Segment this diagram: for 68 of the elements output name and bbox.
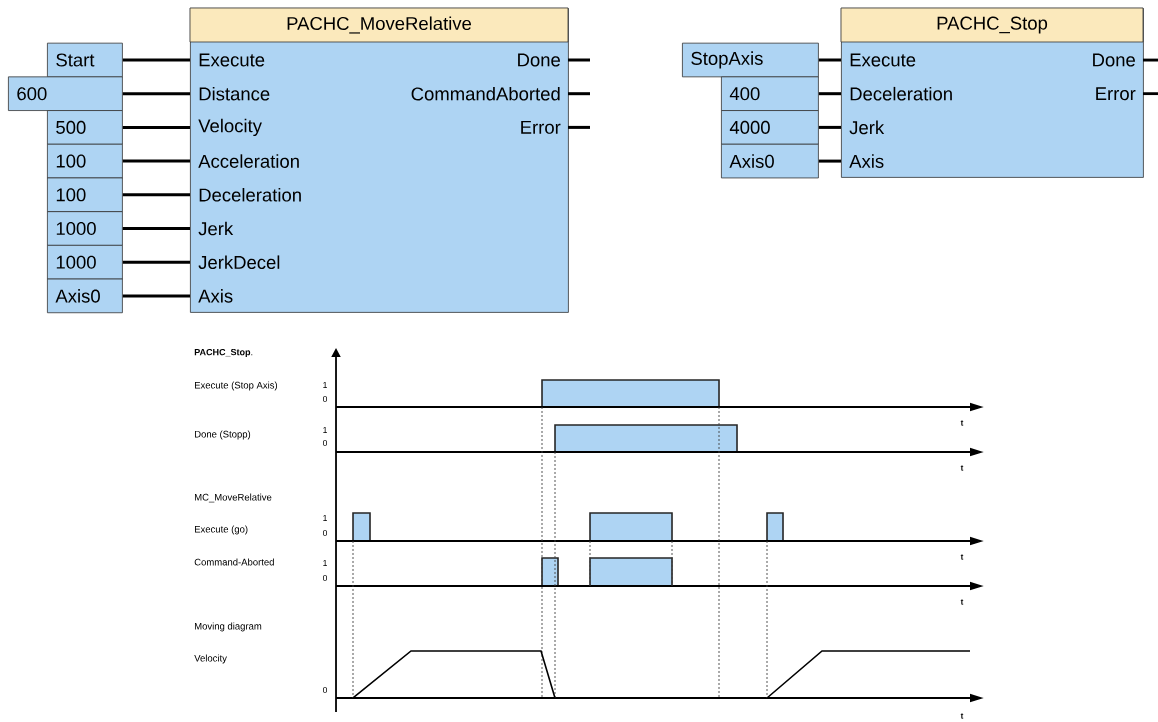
connector-line <box>818 58 841 62</box>
signal-label: Execute (go) <box>195 525 248 535</box>
connector-line <box>1143 58 1158 62</box>
level-label: 0 <box>323 575 328 581</box>
level-label: 1 <box>323 427 327 433</box>
input-pin-label: Deceleration <box>850 86 952 101</box>
axis-label: t <box>960 599 964 605</box>
output-pin-label: Error <box>1096 87 1136 101</box>
input-value-box: 100 <box>47 177 123 213</box>
output-pin-label: Done <box>1093 53 1135 67</box>
output-pin-label: CommandAborted <box>411 86 560 101</box>
output-pin-label: Done <box>518 53 560 67</box>
level-label: 1 <box>323 382 327 388</box>
connector-line <box>818 125 841 129</box>
output-pin-label: Error <box>521 120 561 134</box>
connector-line <box>122 125 190 129</box>
input-pin-label: Deceleration <box>199 188 301 202</box>
level-label: 1 <box>323 560 327 566</box>
signal-label: Command-Aborted <box>194 558 274 566</box>
section-label: MC_MoveRelative <box>195 493 272 503</box>
input-pin-label: Execute <box>199 53 265 67</box>
connector-line <box>122 260 190 264</box>
input-pin-label: Jerk <box>849 120 885 135</box>
section-label: PACHC_Stop. <box>194 348 253 358</box>
section-label: Moving diagram <box>195 622 262 632</box>
input-value-box: 600 <box>8 76 123 111</box>
input-pin-label: Axis <box>198 289 233 303</box>
connector-line <box>122 58 190 62</box>
connector-line <box>568 125 590 129</box>
input-pin-label: Axis <box>849 154 884 168</box>
input-value-box: 1000 <box>47 211 123 246</box>
connector-line <box>568 92 590 96</box>
connector-line <box>122 294 190 298</box>
level-label: 0 <box>323 687 328 693</box>
input-value-box: Start <box>47 42 123 78</box>
level-label: 0 <box>323 530 328 536</box>
level-label: 0 <box>323 396 328 402</box>
axis-label: t <box>960 554 964 560</box>
connector-line <box>568 58 590 62</box>
signal-label: Velocity <box>194 654 227 664</box>
connector-line <box>122 227 190 230</box>
connector-line <box>122 193 190 197</box>
input-value-box: 400 <box>721 76 819 111</box>
signal-label: Done (Stopp) <box>195 430 251 440</box>
connector-line <box>818 159 841 163</box>
axis-label: t <box>960 465 964 471</box>
axis-label: t <box>960 713 964 719</box>
input-pin-label: Distance <box>199 86 270 101</box>
input-value-box: StopAxis <box>682 42 819 78</box>
input-value-box: 100 <box>47 143 123 179</box>
input-value-box: 4000 <box>721 110 819 145</box>
input-pin-label: Jerk <box>198 221 234 236</box>
input-value-box: Axis0 <box>721 143 819 179</box>
level-label: 1 <box>323 515 327 521</box>
input-pin-label: Acceleration <box>198 154 299 168</box>
input-value-box: 500 <box>47 110 123 145</box>
signal-label: Execute (Stop Axis) <box>195 381 278 391</box>
connector-line <box>122 92 190 96</box>
input-pin-label: JerkDecel <box>198 255 280 269</box>
connector-line <box>122 159 190 163</box>
axis-label: t <box>960 420 964 426</box>
level-label: 0 <box>323 440 328 446</box>
input-pin-label: Execute <box>850 53 916 67</box>
input-pin-label: Velocity <box>198 118 262 136</box>
input-value-box: 1000 <box>47 244 123 280</box>
connector-line <box>1143 92 1158 96</box>
input-value-box: Axis0 <box>47 278 123 314</box>
connector-line <box>818 92 841 96</box>
